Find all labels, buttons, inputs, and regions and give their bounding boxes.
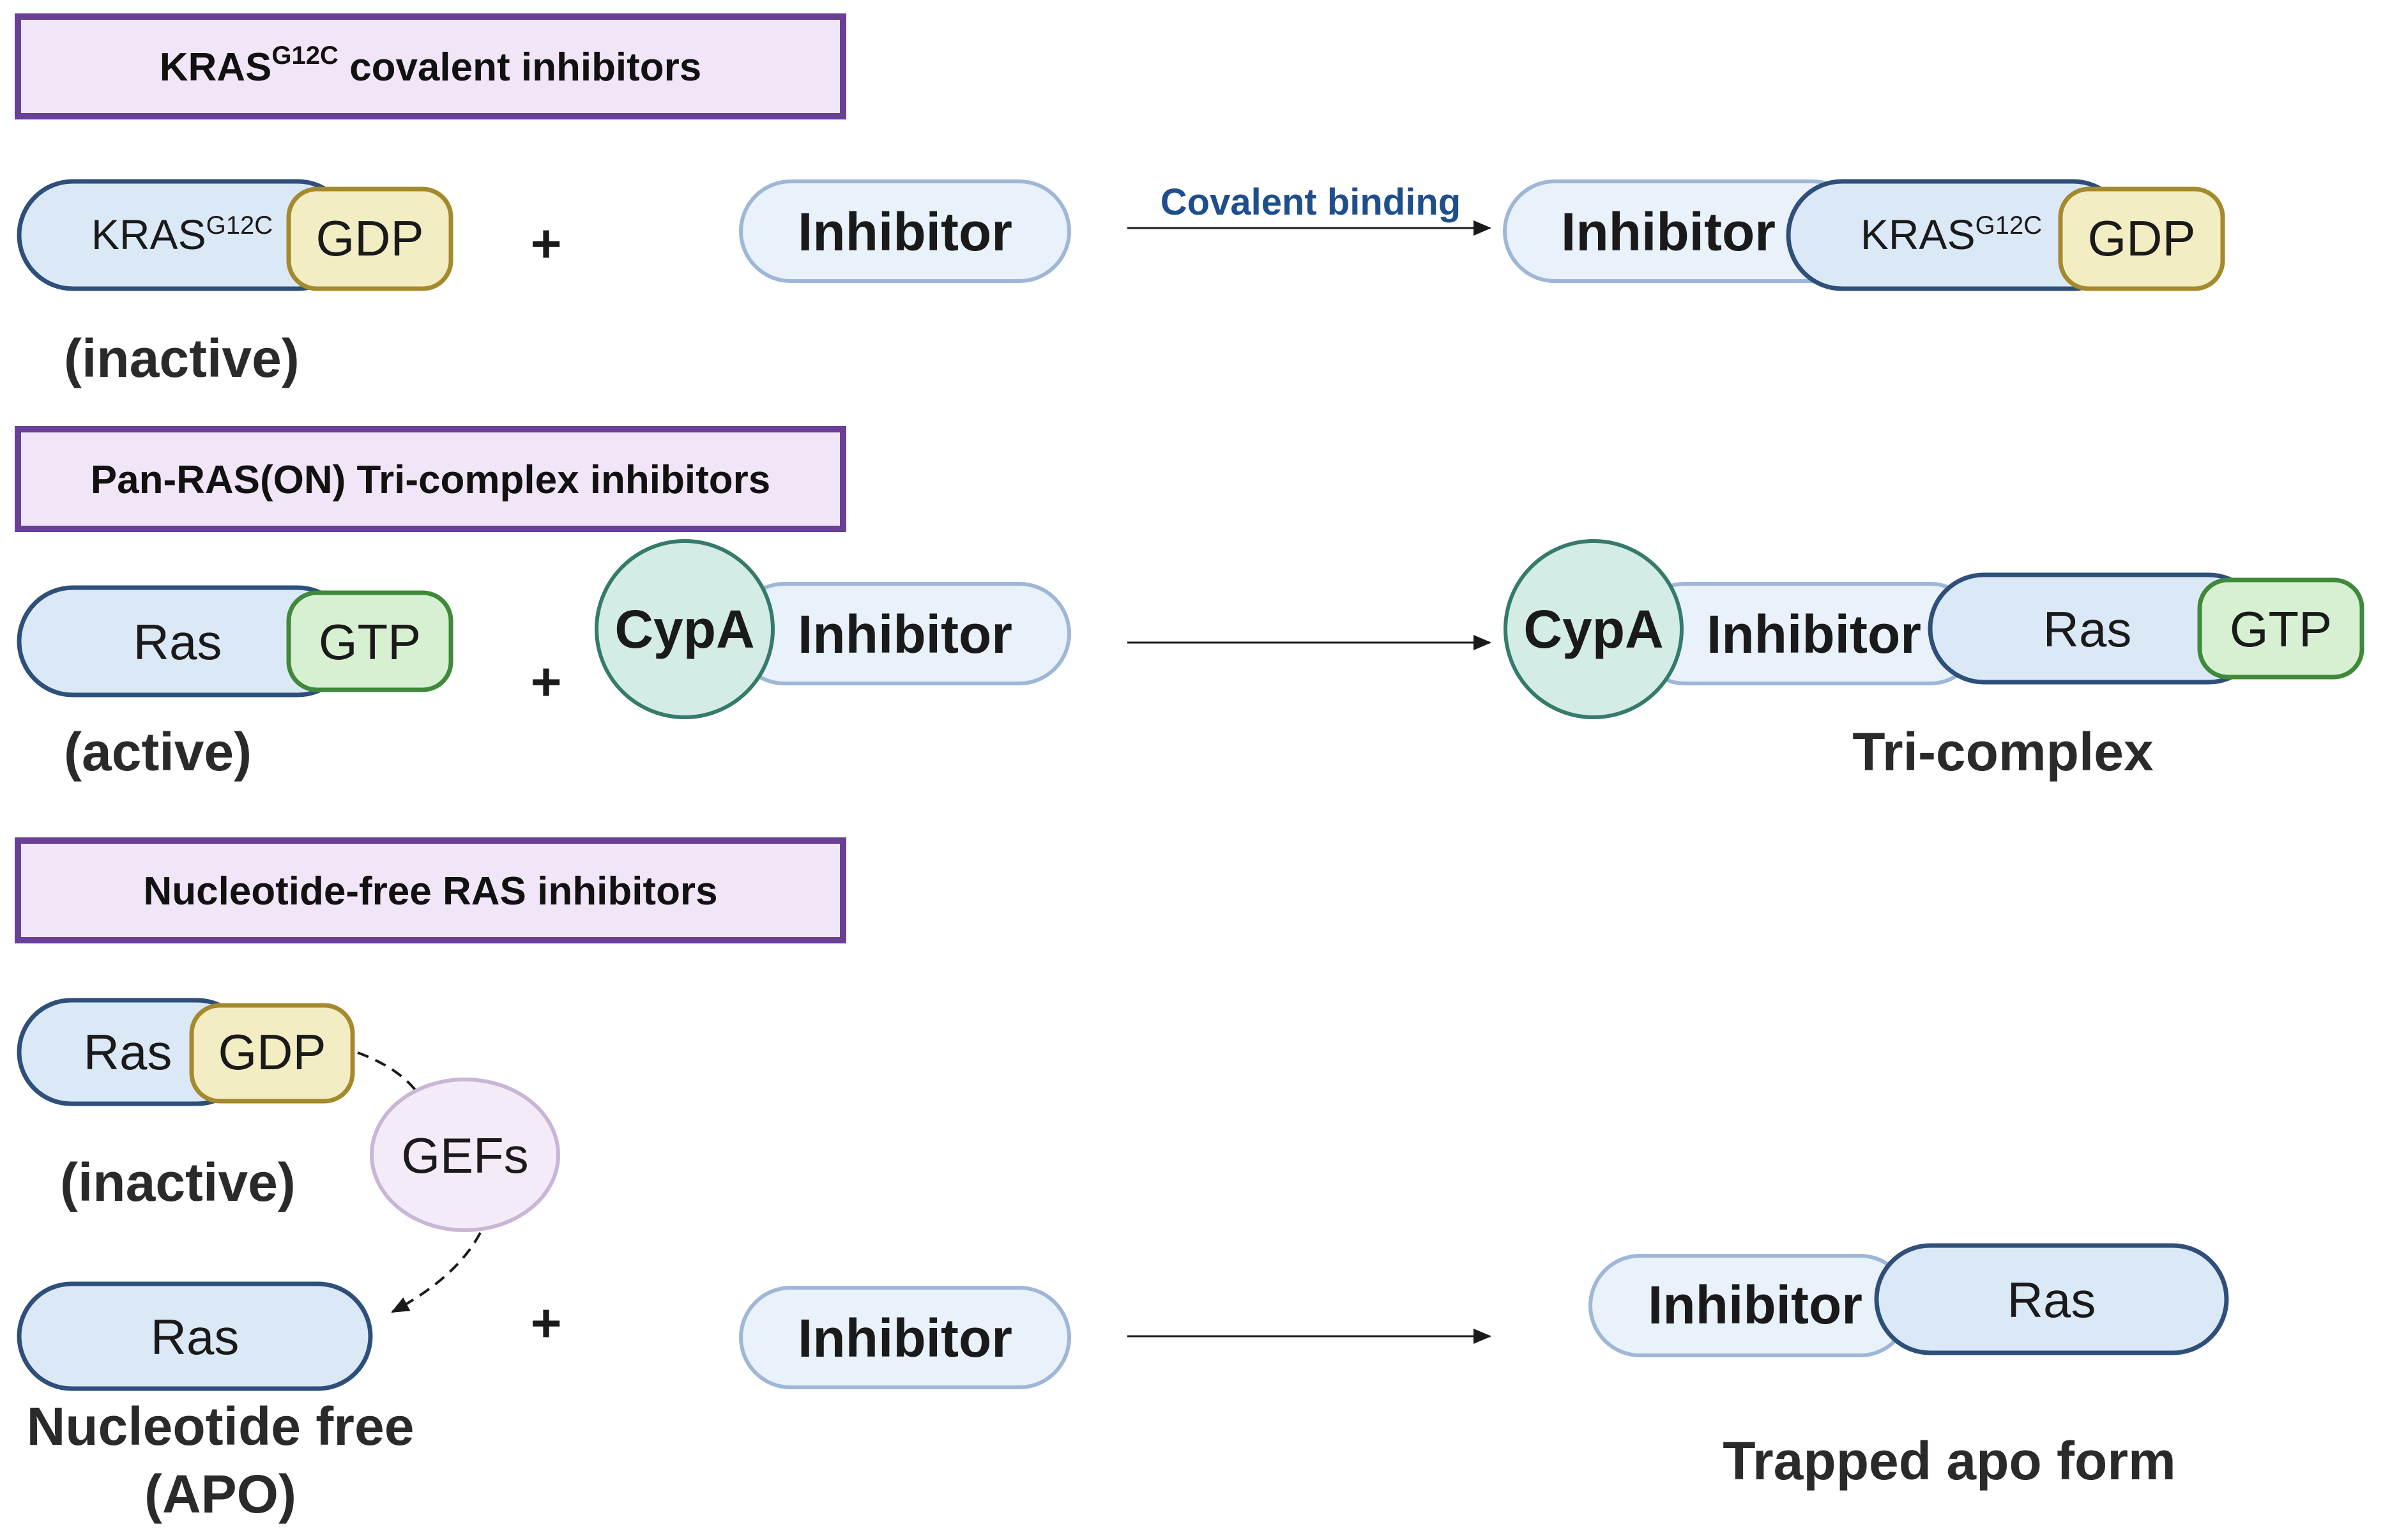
product-gtp-box [2197,577,2364,680]
kras-g12c-label: KRASG12C [91,211,273,258]
product-ras-label: Ras [2043,601,2132,657]
inhibitor-label: Inhibitor [798,604,1012,664]
active-state-label: (active) [64,722,252,782]
nucleotide-free-label: Nucleotide free [27,1396,415,1456]
gdp-label: GDP [316,210,423,266]
free-ras-label: Ras [151,1309,240,1365]
apo-label: (APO) [144,1464,296,1524]
gtp-box [286,590,453,692]
section1-header-text: KRASG12C covalent inhibitors [160,42,702,89]
gefs-label: GEFs [401,1127,528,1184]
plus-sign: + [530,213,561,273]
cypa-circle [595,539,775,719]
product-gdp-label: GDP [2087,210,2195,266]
inhibitor-label: Inhibitor [798,202,1012,262]
product-cypa-label: CypA [1523,599,1663,659]
product-cypa-circle [1504,539,1684,719]
section2-header-text: Pan-RAS(ON) Tri-complex inhibitors [91,458,770,502]
gtp-label: GTP [319,614,421,670]
product-inhibitor-label: Inhibitor [1648,1275,1862,1335]
inhibitor-label: Inhibitor [798,1308,1012,1368]
covalent-binding-label: Covalent binding [1161,181,1461,223]
gef-path-in [357,1051,416,1091]
inhibitor-pill [739,1286,1071,1389]
plus-sign: + [530,652,561,712]
free-ras-pill [17,1281,373,1391]
section3-header-box [15,837,846,943]
gdp-box [189,1003,355,1104]
gefs-ellipse [370,1078,560,1232]
inactive-state-label: (inactive) [64,328,300,388]
section3-header-text: Nucleotide-free RAS inhibitors [143,869,717,913]
gdp-box [286,187,453,291]
gef-path-out [391,1232,482,1313]
tricomplex-label: Tri-complex [1852,722,2154,782]
section2-header-box [15,426,846,532]
gdp-label: GDP [218,1024,326,1080]
ras-label: Ras [84,1024,172,1080]
plus-sign: + [530,1293,561,1353]
cypa-label: CypA [614,599,754,659]
inactive-state-label: (inactive) [60,1152,296,1212]
product-inhibitor-label: Inhibitor [1561,202,1776,262]
section-nucleotide-free: Nucleotide-free RAS inhibitors Ras GDP (… [15,837,2229,1524]
product-ras-pill [1874,1243,2229,1355]
section1-header-box [15,13,846,119]
section-pan-ras-tricomplex: Pan-RAS(ON) Tri-complex inhibitors Ras G… [15,426,2364,782]
product-kras-g12c-label: KRASG12C [1861,211,2042,258]
inhibitor-pill [739,179,1071,283]
product-inhibitor-label: Inhibitor [1707,604,1921,664]
section-kras-covalent: KRASG12C covalent inhibitors KRASG12C GD… [15,13,2225,388]
product-ras-label: Ras [2007,1272,2096,1328]
product-gtp-label: GTP [2230,601,2332,657]
ras-label: Ras [133,614,222,670]
product-gdp-box [2058,187,2225,291]
trapped-apo-label: Trapped apo form [1723,1431,2175,1491]
